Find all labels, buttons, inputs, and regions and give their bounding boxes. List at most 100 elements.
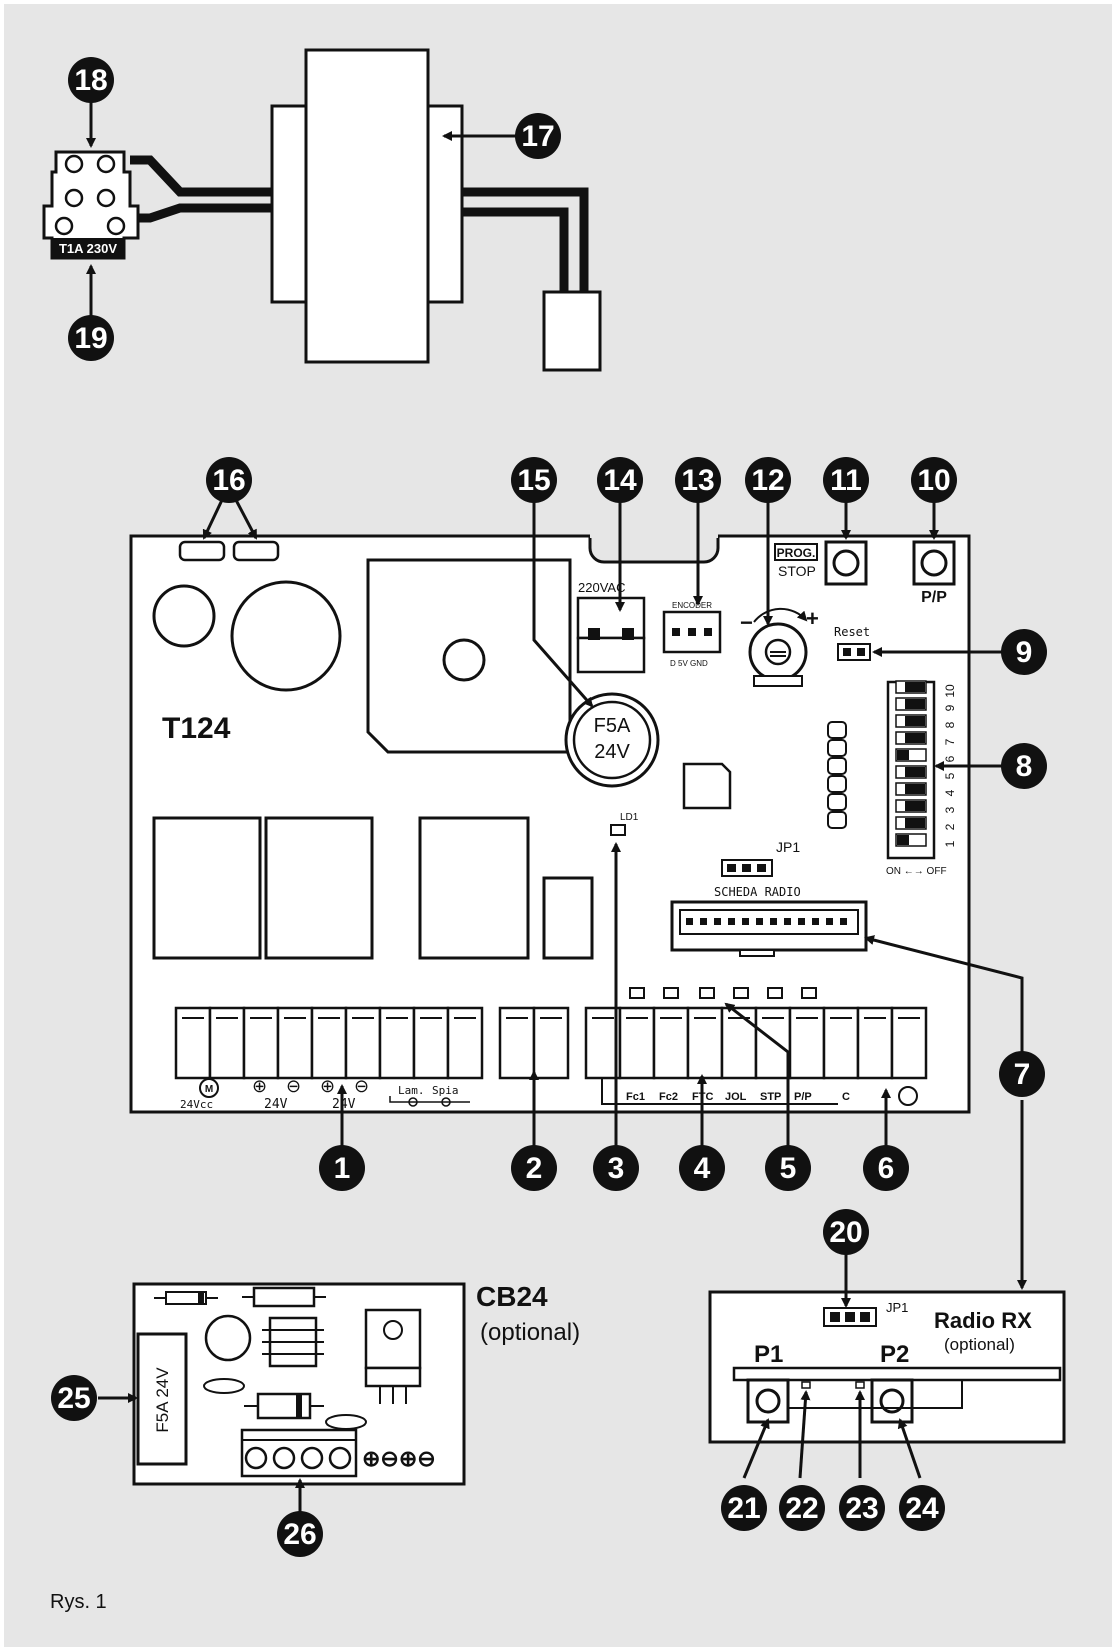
callout-5: 5 <box>765 1145 811 1191</box>
callout-12: 12 <box>745 457 791 503</box>
terminal-left-9[interactable] <box>446 1006 484 1080</box>
svg-text:14: 14 <box>603 464 637 497</box>
svg-text:1: 1 <box>334 1152 351 1185</box>
callout-11: 11 <box>823 457 869 503</box>
svg-text:15: 15 <box>517 464 550 497</box>
input-led-5 <box>767 987 783 999</box>
callout-19: 19 <box>68 315 114 361</box>
radio-p1-label: P1 <box>754 1341 783 1368</box>
label-batt-24v: 24V <box>264 1097 288 1112</box>
callout-26: 26 <box>277 1511 323 1557</box>
terminal-right-7[interactable] <box>788 1006 826 1080</box>
dip-number-2: 2 <box>943 823 957 830</box>
spade-connector-left <box>178 540 226 562</box>
callout-21: 21 <box>721 1485 767 1531</box>
pp-button-label: P/P <box>921 589 947 606</box>
terminal-mid-1[interactable] <box>498 1006 536 1080</box>
label-c: C <box>842 1091 850 1103</box>
reset-label: Reset <box>834 625 870 639</box>
terminal-block-middle <box>498 1006 570 1080</box>
callout-25: 25 <box>51 1375 97 1421</box>
terminal-220vac <box>576 596 646 640</box>
led-ld1-label: LD1 <box>620 812 639 823</box>
dip-switch-toggles[interactable] <box>895 680 927 847</box>
input-led-3 <box>699 987 715 999</box>
reset-jumper[interactable] <box>837 643 871 661</box>
label-out-24v: 24V <box>332 1097 356 1112</box>
callout-4: 4 <box>679 1145 725 1191</box>
terminal-left-1[interactable] <box>174 1006 212 1080</box>
svg-text:25: 25 <box>57 1382 90 1415</box>
callout-10: 10 <box>911 457 957 503</box>
terminal-right-9[interactable] <box>856 1006 894 1080</box>
svg-text:3: 3 <box>608 1152 625 1185</box>
callout-15: 15 <box>511 457 557 503</box>
svg-text:11: 11 <box>830 464 862 497</box>
callout-9: 9 <box>1001 629 1047 675</box>
board-fuse-line1: F5A <box>594 715 631 737</box>
terminal-left-7[interactable] <box>378 1006 416 1080</box>
dip-on-off-label: ON ←→ OFF <box>886 866 947 877</box>
terminal-right-5[interactable] <box>720 1006 758 1080</box>
svg-text:8: 8 <box>1016 750 1033 783</box>
terminal-left-8[interactable] <box>412 1006 450 1080</box>
earth-terminal <box>898 1086 918 1106</box>
terminal-left-2[interactable] <box>208 1006 246 1080</box>
led-column <box>827 721 847 829</box>
radio-pcb-strip <box>732 1366 1062 1382</box>
svg-text:6: 6 <box>878 1152 895 1185</box>
terminal-left-6[interactable] <box>344 1006 382 1080</box>
svg-text:12: 12 <box>751 464 784 497</box>
main-board: T124 F5A 24V 220VAC ENCODER D 5V GND − <box>129 534 971 1114</box>
leader-lines <box>86 102 1027 1512</box>
terminal-right-3[interactable] <box>652 1006 690 1080</box>
label-spia: Spia <box>432 1084 459 1097</box>
led-ld1 <box>610 824 626 836</box>
radio-rx-board: Radio RX (optional) JP1 P1 P2 <box>708 1290 1066 1444</box>
callout-17: 17 <box>515 113 561 159</box>
encoder-pins: D 5V GND <box>670 659 708 668</box>
callout-16: 16 <box>206 457 252 503</box>
terminal-right-6[interactable] <box>754 1006 792 1080</box>
label-pp: P/P <box>794 1091 812 1103</box>
svg-text:7: 7 <box>1014 1058 1031 1091</box>
svg-text:19: 19 <box>74 322 107 355</box>
encoder-title: ENCODER <box>672 601 712 610</box>
input-led-row <box>629 987 817 999</box>
callout-14: 14 <box>597 457 643 503</box>
stop-label: STOP <box>778 563 816 579</box>
terminal-right-2[interactable] <box>618 1006 656 1080</box>
board-jp1-label: JP1 <box>776 839 800 855</box>
svg-text:9: 9 <box>1016 636 1033 669</box>
label-fc2: Fc2 <box>659 1091 678 1103</box>
radio-led-2 <box>855 1381 865 1389</box>
terminal-left-5[interactable] <box>310 1006 348 1080</box>
label-stp: STP <box>760 1091 781 1103</box>
svg-text:5: 5 <box>780 1152 797 1185</box>
svg-text:18: 18 <box>74 64 107 97</box>
left-terminal-labels: M 24Vcc ⊕ ⊖ 24V ⊕ ⊖ 24V Lam. Spia <box>180 1076 470 1112</box>
svg-text:22: 22 <box>785 1492 818 1525</box>
callout-13: 13 <box>675 457 721 503</box>
dip-number-8: 8 <box>943 721 957 728</box>
terminal-right-8[interactable] <box>822 1006 860 1080</box>
terminal-left-4[interactable] <box>276 1006 314 1080</box>
svg-text:24: 24 <box>905 1492 939 1525</box>
callout-2: 2 <box>511 1145 557 1191</box>
terminal-mid-2[interactable] <box>532 1006 570 1080</box>
svg-text:2: 2 <box>526 1152 543 1185</box>
svg-text:17: 17 <box>521 120 554 153</box>
callout-3: 3 <box>593 1145 639 1191</box>
board-model-label: T124 <box>162 712 231 745</box>
capacitor-small <box>152 584 216 648</box>
svg-text:⊕: ⊕ <box>252 1076 267 1096</box>
terminal-right-10[interactable] <box>890 1006 928 1080</box>
terminal-right-4[interactable] <box>686 1006 724 1080</box>
spade-connector-right <box>232 540 280 562</box>
terminal-left-3[interactable] <box>242 1006 280 1080</box>
pot-plus: + <box>806 606 819 631</box>
svg-text:M: M <box>205 1084 213 1095</box>
transformer-flange-left <box>270 104 308 304</box>
